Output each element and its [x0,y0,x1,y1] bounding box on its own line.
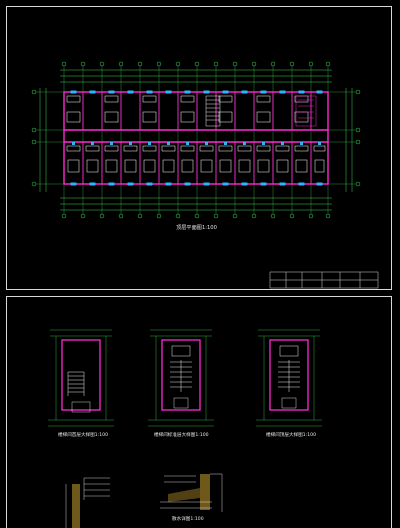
detail-caption-1: 散水详图1:100 [172,516,204,522]
plan-stair [205,95,317,127]
stair-caption-scale: 1:100 [302,433,317,438]
wall-section-detail [65,477,110,528]
floor-plan [31,61,361,219]
drawing-sheet-top [6,6,392,290]
stair-caption-scale: 1:100 [195,433,209,438]
title-block [269,271,379,289]
floor-plan-caption: 顶层平面图1:100 [176,224,217,231]
floor-plan-title: 顶层平面图 [176,225,202,231]
stair-detail-3 [256,329,322,427]
drawing-sheet-bottom [6,296,392,528]
walls [63,91,329,185]
partition-walls [82,92,312,184]
floor-plan-scale: 1:100 [201,225,217,231]
detail-caption-scale: 1:100 [190,517,204,522]
stair-caption-2: 楼梯间标准层大样图1:100 [154,432,209,438]
axis-grid [36,66,356,214]
detail-caption-title: 散水详图 [172,517,191,522]
stair-caption-scale: 1:100 [94,433,109,438]
stair-caption-3: 楼梯间顶层大样图1:100 [266,432,316,438]
stair-caption-1: 楼梯间首层大样图1:100 [58,432,108,438]
apron-section-detail [160,473,223,512]
window-markers [70,90,323,186]
stair-caption-title: 楼梯间顶层大样图 [266,433,303,438]
dimension-lines-top [39,69,353,211]
stair-caption-title: 楼梯间标准层大样图 [154,433,196,438]
room-fixtures [66,95,326,173]
stair-detail-1 [48,329,114,427]
axis-bubbles [31,61,361,219]
stair-detail-2 [148,329,214,427]
stair-caption-title: 楼梯间首层大样图 [58,433,95,438]
